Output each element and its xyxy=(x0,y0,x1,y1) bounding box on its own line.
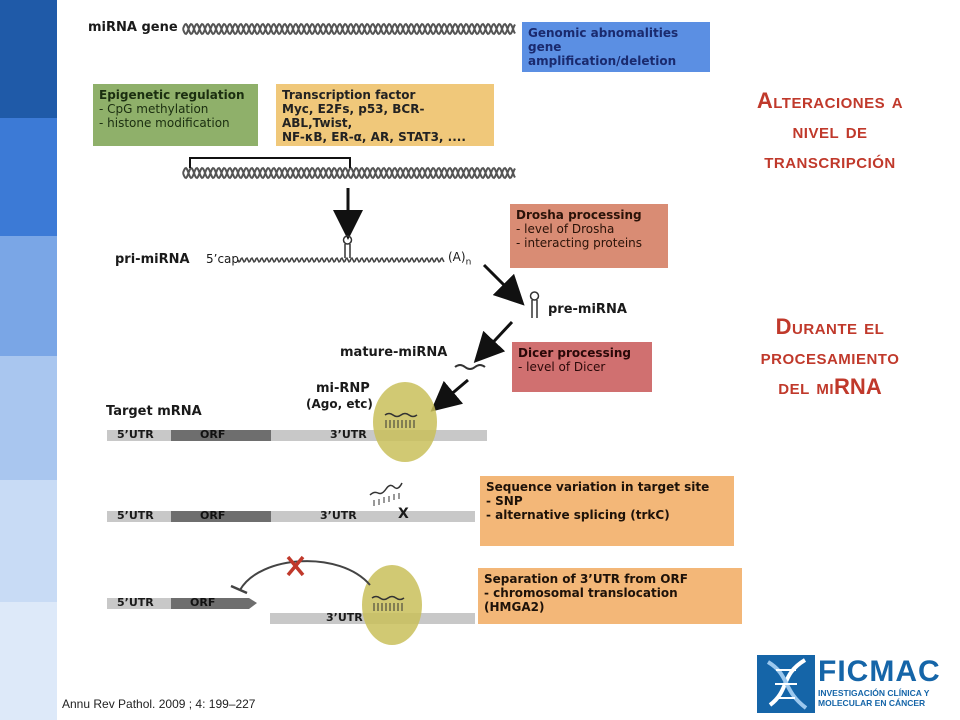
ficmac-logo-name: FICMAC xyxy=(818,655,941,688)
mrna1-5utr xyxy=(107,430,171,441)
transcription-box-title: Transcription factor xyxy=(282,88,416,102)
mrna3-orf xyxy=(171,598,249,609)
mirna-gene-label: miRNA gene xyxy=(88,20,178,35)
mrna1-orf xyxy=(171,430,271,441)
title-durante-line3: del miRNA xyxy=(730,372,930,405)
sidebar-stripe-1 xyxy=(0,0,57,118)
mrna2-5utr-label: 5’UTR xyxy=(117,509,154,522)
genomic-box-line1: gene amplification/deletion xyxy=(528,40,677,68)
pre-mirna-label: pre-miRNA xyxy=(548,302,627,317)
transcription-box-line1: Myc, E2Fs, p53, BCR-ABL,Twist, xyxy=(282,102,425,130)
title-alteraciones-line2: nivel de xyxy=(792,118,868,143)
genomic-abnormalities-box: Genomic abnomalities gene amplification/… xyxy=(522,22,710,72)
inhibition-arc xyxy=(239,560,371,591)
arrow-to-pre-mirna xyxy=(482,263,525,306)
title-alteraciones-line3: transcripción xyxy=(764,148,896,173)
arrow-to-mature-mirna xyxy=(473,320,514,363)
citation: Annu Rev Pathol. 2009 ; 4: 199–227 xyxy=(62,697,256,711)
sidebar-stripe-2 xyxy=(0,118,57,236)
drosha-processing-box: Drosha processing - level of Drosha - in… xyxy=(510,204,668,268)
target-mrna-label: Target mRNA xyxy=(106,404,202,419)
mrna1-orf-label: ORF xyxy=(200,428,226,441)
mirnp3-basepairs xyxy=(373,603,403,611)
mirnp-label: mi-RNP xyxy=(316,381,370,396)
transcription-box-line2: NF-κB, ER-α, AR, STAT3, .... xyxy=(282,130,466,144)
mrna2-free-mirna xyxy=(369,482,403,496)
mrna3-5utr-label: 5’UTR xyxy=(117,596,154,609)
transcribed-gene-helix xyxy=(182,166,516,180)
mrna3-3utr-label: 3’UTR xyxy=(326,611,363,624)
title-alteraciones: Alteraciones a nivel de transcripción xyxy=(730,86,930,176)
polya-text: (A) xyxy=(448,250,466,264)
pre-mirna-hairpin xyxy=(529,291,540,318)
polya-label: (A)n xyxy=(448,250,471,267)
mature-mirna-strand xyxy=(454,364,486,370)
pri-mirna-hairpin xyxy=(342,235,353,258)
mirna-gene-helix xyxy=(182,22,516,36)
pri-mirna-label: pri-miRNA xyxy=(115,252,190,267)
polya-subscript: n xyxy=(465,257,472,268)
separation-box-title: Separation of 3’UTR from ORF xyxy=(484,572,688,586)
ago-label: (Ago, etc) xyxy=(306,397,373,411)
ficmac-logo-mark xyxy=(757,655,815,713)
ficmac-logo-line2: MOLECULAR EN CÁNCER xyxy=(818,698,926,708)
mrna3-5utr xyxy=(107,598,171,609)
drosha-box-line2: - interacting proteins xyxy=(516,236,643,250)
epigenetic-box-line1: - CpG methylation xyxy=(99,102,209,116)
mrna1-5utr-label: 5’UTR xyxy=(117,428,154,441)
transcription-factor-box: Transcription factor Myc, E2Fs, p53, BCR… xyxy=(276,84,494,146)
ficmac-logo-text: FICMAC INVESTIGACIÓN CLÍNICA Y MOLECULAR… xyxy=(818,655,948,709)
separation-box-line1: - chromosomal translocation (HMGA2) xyxy=(484,586,678,614)
blocked-red-x xyxy=(286,555,305,577)
regulation-bracket xyxy=(189,157,351,168)
seqvar-box-title: Sequence variation in target site xyxy=(486,480,710,494)
mrna2-3utr xyxy=(271,511,475,522)
dicer-box-title: Dicer processing xyxy=(518,346,631,360)
arrow-to-mirnp xyxy=(430,378,469,412)
ficmac-logo-line1: INVESTIGACIÓN CLÍNICA Y xyxy=(818,688,930,698)
mirnp1-mirna xyxy=(384,412,418,418)
title-durante: Durante el procesamiento del miRNA xyxy=(730,312,930,405)
title-durante-line1: Durante el xyxy=(775,314,885,339)
mrna2-5utr xyxy=(107,511,171,522)
mrna2-orf xyxy=(171,511,271,522)
sidebar-stripe-5 xyxy=(0,480,57,602)
mirnp3-complex xyxy=(362,565,422,645)
epigenetic-regulation-box: Epigenetic regulation - CpG methylation … xyxy=(93,84,258,146)
mirnp1-basepairs xyxy=(385,420,415,428)
sidebar-stripe-3 xyxy=(0,236,57,356)
title-durante-line2: procesamiento xyxy=(760,344,900,369)
epigenetic-box-title: Epigenetic regulation xyxy=(99,88,245,102)
mrna2-x-mark: X xyxy=(398,506,409,522)
epigenetic-box-line2: - histone modification xyxy=(99,116,230,130)
sequence-variation-box: Sequence variation in target site - SNP … xyxy=(480,476,734,546)
title-durante-line3-a: del mi xyxy=(778,374,835,399)
mrna2-free-basepairs xyxy=(373,493,400,506)
pri-mirna-strand xyxy=(237,256,445,264)
drosha-box-title: Drosha processing xyxy=(516,208,642,222)
inhibition-bar xyxy=(230,584,248,595)
separation-box: Separation of 3’UTR from ORF - chromosom… xyxy=(478,568,742,624)
title-durante-line3-b: RNA xyxy=(834,374,882,399)
dicer-processing-box: Dicer processing - level of Dicer xyxy=(512,342,652,392)
sidebar-stripe-6 xyxy=(0,602,57,720)
mrna1-3utr-label: 3’UTR xyxy=(330,428,367,441)
mrna3-orf-break xyxy=(249,598,257,609)
genomic-box-title: Genomic abnomalities xyxy=(528,26,679,40)
mirnp3-mirna xyxy=(371,595,405,601)
mirnp1-complex xyxy=(373,382,437,462)
mrna3-orf-label: ORF xyxy=(190,596,216,609)
mrna2-orf-label: ORF xyxy=(200,509,226,522)
mature-mirna-label: mature-miRNA xyxy=(340,345,448,360)
cap-label: 5’cap xyxy=(206,252,240,266)
seqvar-box-line2: - alternative splicing (trkC) xyxy=(486,508,670,522)
seqvar-box-line1: - SNP xyxy=(486,494,523,508)
sidebar-stripe-4 xyxy=(0,356,57,480)
drosha-box-line1: - level of Drosha xyxy=(516,222,615,236)
mrna2-3utr-label: 3’UTR xyxy=(320,509,357,522)
dicer-box-line1: - level of Dicer xyxy=(518,360,606,374)
title-alteraciones-line1: Alteraciones a xyxy=(756,88,904,113)
